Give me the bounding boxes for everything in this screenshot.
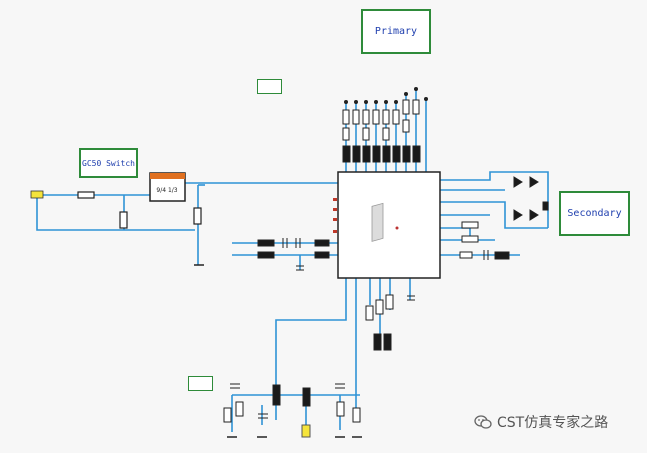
shunt-resistor xyxy=(119,211,128,229)
output-tag xyxy=(188,376,213,391)
primary-label: Primary xyxy=(361,9,431,54)
primary-network xyxy=(342,99,421,163)
top-grounds xyxy=(344,87,428,104)
wire-network xyxy=(36,90,549,435)
watermark-text: CST仿真专家之路 xyxy=(497,415,609,431)
wechat-icon xyxy=(474,415,492,429)
input-tag xyxy=(257,79,282,94)
output-network xyxy=(223,294,415,438)
input-resistor xyxy=(77,191,95,199)
secondary-label: Secondary xyxy=(559,191,630,236)
secondary-network xyxy=(459,176,549,260)
watermark: CST仿真专家之路 xyxy=(474,412,608,432)
switch-chip-text: 9/4 1/3 xyxy=(156,187,177,194)
switch-label: GC50 Switch xyxy=(79,148,138,178)
switch-chip: 9/4 1/3 xyxy=(149,172,186,202)
main-ic xyxy=(333,171,441,279)
left-network xyxy=(257,238,330,271)
bias-resistor xyxy=(193,207,202,225)
input-connector xyxy=(30,190,44,199)
